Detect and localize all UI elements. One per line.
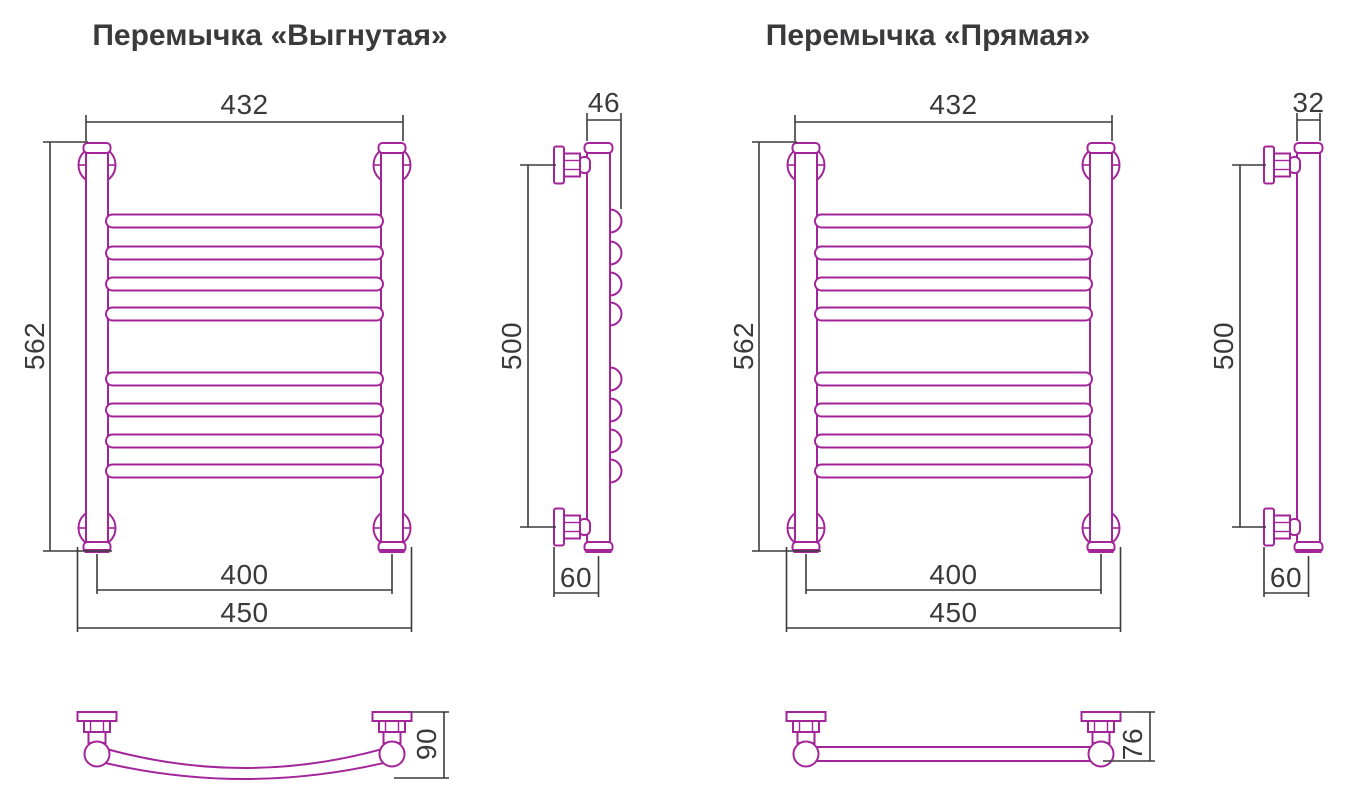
rung	[105, 433, 384, 449]
post	[85, 152, 109, 543]
plan-wall-plate	[1080, 711, 1122, 722]
front-dimensions: 432 562 400 450	[728, 89, 1122, 632]
plan-view	[785, 711, 1122, 768]
post	[380, 152, 404, 543]
plan-pivot-circle	[1087, 740, 1115, 768]
wall-offset-label: 60	[560, 562, 592, 593]
post-top-cap	[791, 142, 821, 154]
front-view	[77, 142, 412, 553]
rung	[814, 433, 1093, 449]
plan-wall-plate	[371, 711, 413, 722]
front-dimensions: 432 562 400 450	[19, 89, 413, 632]
curved-rung-bump	[609, 458, 623, 484]
overall-width-label: 432	[220, 89, 268, 120]
rung	[105, 213, 384, 229]
side-pipe-top-cap	[583, 142, 614, 154]
plan-bracket-nut	[378, 720, 406, 733]
rung	[105, 371, 384, 387]
rung	[105, 306, 384, 322]
curved-rung-bump	[609, 428, 623, 454]
plan-pivot-circle	[83, 740, 111, 768]
plan-bracket-nut	[83, 720, 111, 733]
outer-width-label: 450	[220, 597, 268, 628]
plan-dimensions: 76	[1103, 711, 1155, 762]
plan-pivot-circle	[792, 740, 820, 768]
post-top-cap	[82, 142, 112, 154]
plan-dimensions: 90	[394, 711, 449, 779]
mount-height-label: 500	[1208, 322, 1239, 370]
curved-rung-bump	[609, 240, 623, 266]
plan-wall-plate	[76, 711, 118, 722]
curved-rung-bump	[609, 271, 623, 297]
post	[1089, 152, 1113, 543]
curved-rung-bump	[609, 397, 623, 423]
drawing-straight: Перемычка «Прямая» 432 562 400 450 32 500 60 76	[728, 19, 1324, 768]
plan-view	[76, 711, 413, 780]
post-top-cap	[1086, 142, 1116, 154]
outer-width-label: 450	[929, 597, 977, 628]
rung	[105, 245, 384, 261]
plan-bracket-nut	[792, 720, 820, 733]
plan-pivot-circle	[378, 740, 406, 768]
overall-width-label: 432	[929, 89, 977, 120]
front-view	[786, 142, 1121, 553]
rung	[814, 245, 1093, 261]
rung	[814, 213, 1093, 229]
overall-height-label: 562	[19, 322, 50, 370]
side-depth-label: 46	[588, 87, 620, 118]
side-pipe-top-cap	[1293, 142, 1324, 154]
side-view	[553, 142, 623, 553]
curved-rung-bump	[609, 366, 623, 392]
rung	[105, 276, 384, 292]
wall-offset-label: 60	[1270, 562, 1302, 593]
rung	[814, 402, 1093, 418]
plan-crossbar-curved	[102, 747, 387, 769]
drawing-curved: Перемычка «Выгнутая» 432 562 400 450 46 500 60 9…	[19, 19, 623, 780]
bracket-nut	[563, 514, 581, 540]
inner-width-label: 400	[929, 559, 977, 590]
side-view	[1263, 142, 1324, 553]
overall-height-label: 562	[728, 322, 759, 370]
drawing-title: Перемычка «Выгнутая»	[92, 19, 447, 52]
rung	[814, 463, 1093, 479]
bracket-nut	[563, 152, 581, 178]
post	[794, 152, 818, 543]
plan-depth-label: 90	[411, 728, 442, 760]
plan-crossbar-curved	[100, 761, 389, 780]
side-dimensions: 46 500 60	[496, 87, 622, 597]
curved-rung-bump	[609, 208, 623, 234]
side-pipe	[1296, 152, 1321, 543]
rung	[814, 371, 1093, 387]
plan-bracket-nut	[1087, 720, 1115, 733]
side-depth-label: 32	[1292, 87, 1324, 118]
inner-width-label: 400	[220, 559, 268, 590]
rung	[814, 276, 1093, 292]
side-dimensions: 32 500 60	[1208, 87, 1324, 597]
post-top-cap	[377, 142, 407, 154]
plan-depth-label: 76	[1117, 728, 1148, 760]
side-pipe	[586, 152, 611, 543]
rung	[105, 463, 384, 479]
rung	[814, 306, 1093, 322]
bracket-nut	[1273, 514, 1291, 540]
plan-wall-plate	[785, 711, 827, 722]
mount-height-label: 500	[496, 322, 527, 370]
rung	[105, 402, 384, 418]
curved-rung-bump	[609, 301, 623, 327]
drawing-title: Перемычка «Прямая»	[766, 19, 1090, 52]
bracket-nut	[1273, 152, 1291, 178]
